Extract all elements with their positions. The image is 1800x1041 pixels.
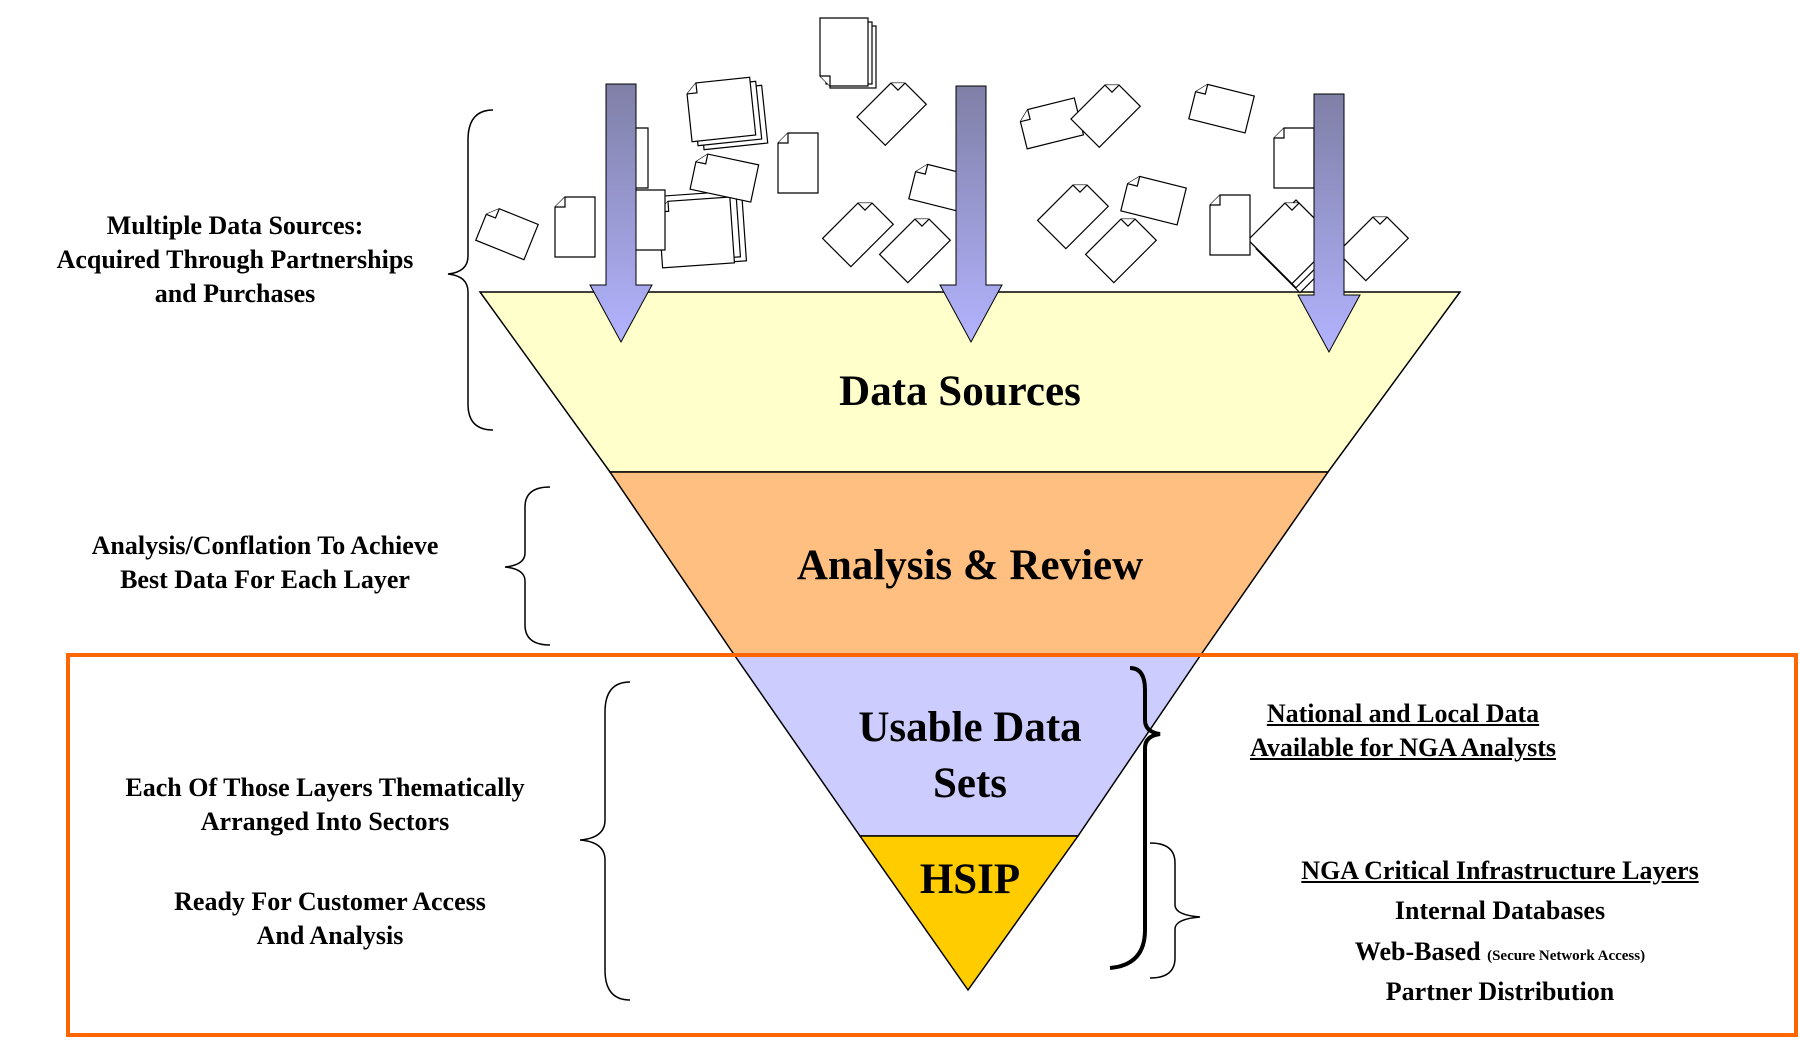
document-icon (1209, 194, 1251, 256)
note-line: Each Of Those Layers Thematically (125, 773, 525, 802)
note-line: and Purchases (154, 278, 316, 308)
stage-label-hsip: HSIP (919, 856, 1021, 903)
brace-icon (1149, 842, 1201, 979)
note-analysis-conflation: Analysis/Conflation To Achieve Best Data… (30, 529, 500, 597)
document-icon (1084, 218, 1158, 284)
document-icon (878, 218, 952, 284)
note-national-local: National and Local Data Available for NG… (1188, 697, 1618, 765)
nga-layers-title: NGA Critical Infrastructure Layers (1301, 856, 1699, 885)
document-icon (658, 196, 736, 269)
note-sectors: Each Of Those Layers Thematically Arrang… (70, 771, 580, 839)
brace-icon (447, 109, 494, 431)
note-web-based: Web-Based (Secure Network Access) (1230, 932, 1770, 972)
document-icon (1273, 127, 1315, 189)
document-icon (856, 82, 928, 147)
document-icon (821, 202, 895, 268)
note-line: Arranged Into Sectors (200, 806, 450, 836)
document-icon (1336, 216, 1410, 282)
note-line: Best Data For Each Layer (120, 564, 410, 594)
document-icon (777, 132, 819, 194)
down-arrow-icon (589, 83, 653, 344)
document-icon (1120, 175, 1188, 226)
document-icon (819, 17, 869, 87)
brace-icon (504, 486, 551, 646)
document-icon (1070, 84, 1142, 149)
stage-label-usable-line1: Usable Data (858, 704, 1082, 751)
brace-icon (579, 681, 631, 1001)
note-line: Acquired Through Partnerships (56, 244, 414, 274)
document-icon (1188, 83, 1256, 134)
web-based-note: (Secure Network Access) (1487, 947, 1646, 964)
stage-label-analysis-review: Analysis & Review (796, 542, 1144, 589)
note-line: Multiple Data Sources: (106, 211, 364, 240)
stage-hsip (858, 835, 1080, 992)
stage-label-data-sources: Data Sources (839, 368, 1081, 415)
note-line: Ready For Customer Access (174, 887, 486, 916)
document-icon (474, 208, 539, 261)
stage-label-usable-line2: Sets (932, 759, 1008, 807)
note-line: Internal Databases (1394, 896, 1606, 926)
brace-icon (1109, 666, 1161, 970)
document-icon (1036, 184, 1110, 250)
highlight-box (66, 653, 1798, 1037)
note-line: Available for NGA Analysts (1249, 732, 1556, 762)
document-icon (689, 153, 760, 203)
document-icons (474, 17, 1410, 294)
note-ready: Ready For Customer Access And Analysis (90, 885, 570, 953)
document-icon (686, 76, 757, 143)
note-line: Analysis/Conflation To Achieve (91, 531, 439, 560)
document-icon (554, 196, 596, 258)
web-based-label: Web-Based (1354, 936, 1481, 966)
down-arrow-icon (1297, 93, 1361, 354)
note-nga-layers: NGA Critical Infrastructure Layers Inter… (1230, 851, 1770, 1012)
stage-label-usable-data-sets: Usable Data Sets (760, 700, 1180, 812)
note-line: And Analysis (256, 920, 404, 950)
note-multiple-sources: Multiple Data Sources: Acquired Through … (0, 209, 470, 310)
note-line: Partner Distribution (1385, 976, 1615, 1006)
note-line: National and Local Data (1266, 699, 1540, 728)
document-icon (1019, 97, 1085, 150)
down-arrow-icon (939, 85, 1003, 344)
